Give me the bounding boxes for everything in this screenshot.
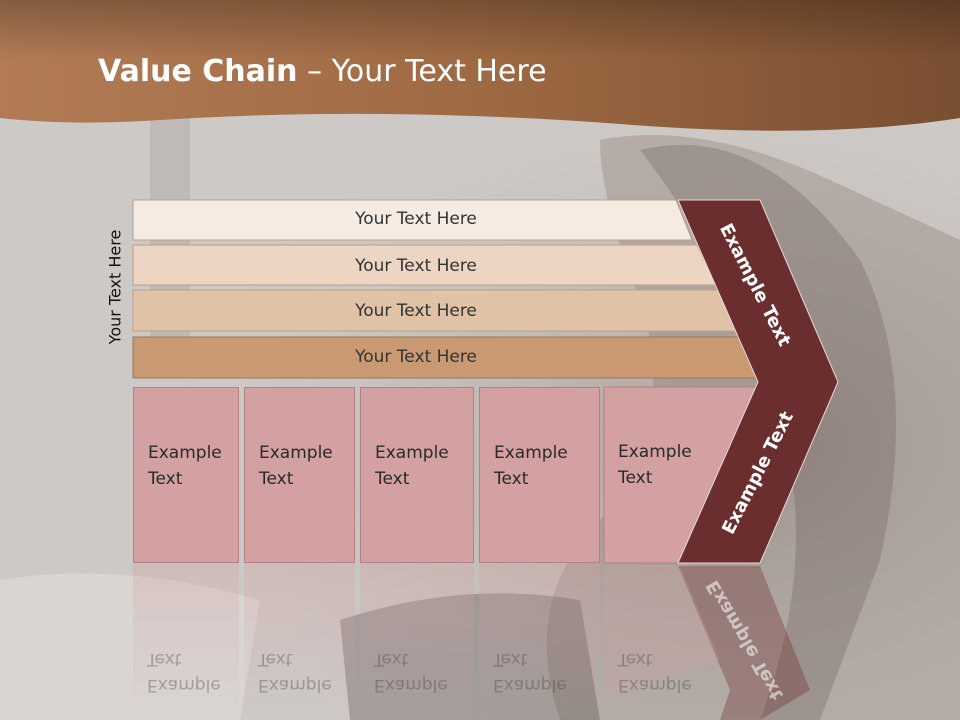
reflected-text: Example Text <box>374 646 464 698</box>
bar-1 <box>132 199 693 241</box>
chevron-shape <box>677 199 839 564</box>
bar-label-1: Your Text Here <box>355 209 477 229</box>
slide-title: Value Chain – Your Text Here <box>98 54 547 89</box>
box-line1: Example <box>493 675 567 695</box>
bar-label-4: Your Text Here <box>355 347 477 367</box>
box-reflection-3: Example Text <box>360 563 474 720</box>
reflected-text: Example Text <box>258 646 348 698</box>
box-line2: Text <box>259 469 294 489</box>
reflected-text: Example Text <box>493 646 583 698</box>
box-line1: Example <box>374 675 448 695</box>
last-box-reflection <box>604 566 720 700</box>
box-line2: Text <box>618 468 653 488</box>
box-line2: Text <box>618 649 653 669</box>
box-line1: Example <box>494 443 568 463</box>
box-line2: Text <box>375 469 410 489</box>
box-reflection-1: Example Text <box>133 563 239 720</box>
bar-label-2: Your Text Here <box>355 256 477 276</box>
box-reflection-4: Example Text <box>479 563 600 720</box>
reflected-text: Example Text <box>618 646 694 698</box>
box-line1: Example <box>375 443 449 463</box>
reflected-text: Example Text <box>147 646 237 698</box>
box-line1: Example <box>147 675 221 695</box>
box-line1: Example <box>148 443 222 463</box>
box-line2: Text <box>258 649 293 669</box>
box-line1: Example <box>618 442 692 462</box>
chevron-reflection <box>678 566 810 720</box>
box-line2: Text <box>148 469 183 489</box>
box-line2: Text <box>147 649 182 669</box>
box-reflection-2: Example Text <box>244 563 355 720</box>
bar-label-3: Your Text Here <box>355 301 477 321</box>
box-line2: Text <box>494 469 529 489</box>
box-line2: Text <box>493 649 528 669</box>
title-bold: Value Chain <box>98 54 298 89</box>
box-line1: Example <box>259 443 333 463</box>
title-rest: – Your Text Here <box>297 54 547 89</box>
box-line2: Text <box>374 649 409 669</box>
box-line1: Example <box>258 675 332 695</box>
box-reflection-5: Example Text <box>604 563 694 720</box>
box-line1: Example <box>618 675 692 695</box>
